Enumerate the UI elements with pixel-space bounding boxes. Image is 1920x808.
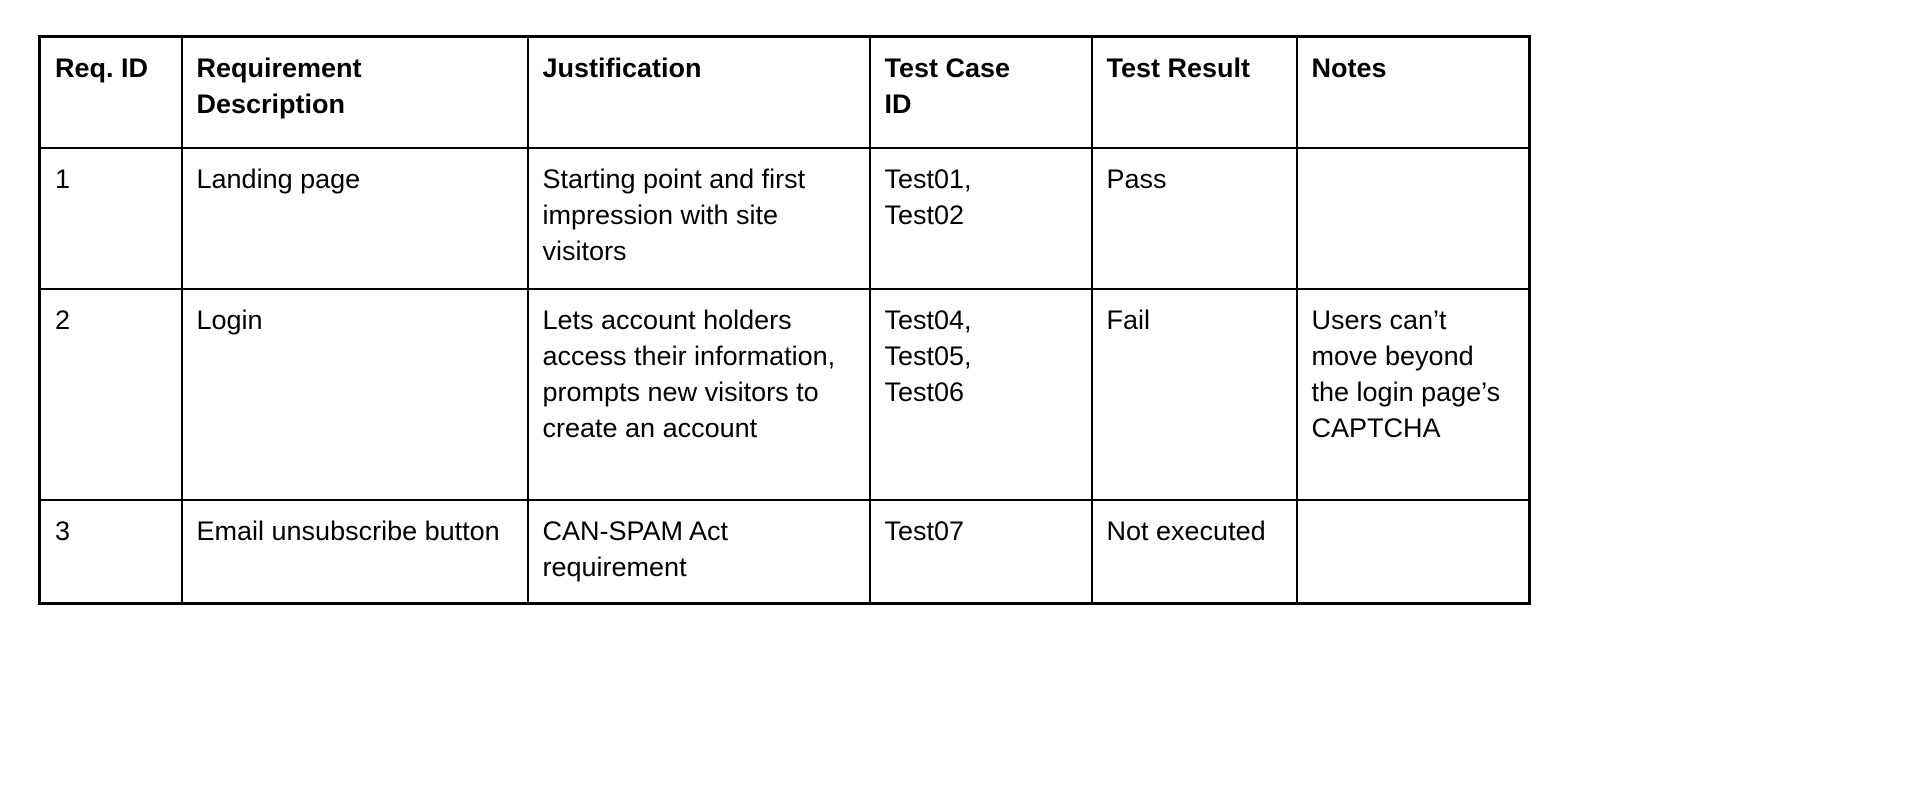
cell-requirement-description-value: Login xyxy=(196,305,263,335)
cell-notes-value xyxy=(1312,514,1515,515)
cell-notes-value xyxy=(1312,162,1515,163)
cell-test-result-value: Fail xyxy=(1106,305,1151,335)
cell-req-id: 2 xyxy=(38,288,183,501)
column-header-requirement-description-label: Requirement Description xyxy=(196,53,362,119)
cell-req-id-value: 2 xyxy=(55,305,71,335)
cell-justification: Lets account holders access their inform… xyxy=(526,288,871,501)
column-header-test-result-label: Test Result xyxy=(1106,53,1251,83)
cell-requirement-description: Email unsubscribe button xyxy=(180,499,529,605)
cell-req-id-value: 3 xyxy=(55,516,71,546)
table-body: 1 Landing page Starting point and first … xyxy=(38,147,1531,605)
table-row: 1 Landing page Starting point and first … xyxy=(38,147,1531,290)
cell-req-id-value: 1 xyxy=(55,164,71,194)
cell-test-case-id-value: Test04, Test05, Test06 xyxy=(884,305,972,407)
column-header-test-result: Test Result xyxy=(1090,35,1298,149)
column-header-req-id-label: Req. ID xyxy=(55,53,149,83)
cell-justification: Starting point and first impression with… xyxy=(526,147,871,290)
cell-test-case-id: Test04, Test05, Test06 xyxy=(868,288,1093,501)
cell-notes-value: Users can’t move beyond the login page’s… xyxy=(1311,305,1501,443)
cell-test-result: Not executed xyxy=(1090,499,1298,605)
cell-req-id: 1 xyxy=(38,147,183,290)
cell-test-result-value: Not executed xyxy=(1106,516,1266,546)
requirements-traceability-table: Req. ID Requirement Description Justific… xyxy=(38,35,1531,605)
cell-test-case-id-value: Test07 xyxy=(884,516,965,546)
cell-notes xyxy=(1295,499,1531,605)
cell-test-result: Fail xyxy=(1090,288,1298,501)
cell-requirement-description: Login xyxy=(180,288,529,501)
requirements-table-container: Req. ID Requirement Description Justific… xyxy=(38,35,1531,605)
cell-test-case-id: Test07 xyxy=(868,499,1093,605)
cell-test-result-value: Pass xyxy=(1106,164,1167,194)
cell-justification-value: Lets account holders access their inform… xyxy=(542,305,836,443)
column-header-justification-label: Justification xyxy=(542,53,702,83)
cell-justification: CAN-SPAM Act requirement xyxy=(526,499,871,605)
cell-requirement-description-value: Email unsubscribe button xyxy=(196,516,500,546)
table-header: Req. ID Requirement Description Justific… xyxy=(38,35,1531,149)
cell-test-case-id-value: Test01, Test02 xyxy=(884,164,972,230)
cell-notes: Users can’t move beyond the login page’s… xyxy=(1295,288,1531,501)
table-header-row: Req. ID Requirement Description Justific… xyxy=(38,35,1531,149)
cell-justification-value: Starting point and first impression with… xyxy=(542,164,806,266)
cell-notes xyxy=(1295,147,1531,290)
table-row: 2 Login Lets account holders access thei… xyxy=(38,288,1531,501)
cell-req-id: 3 xyxy=(38,499,183,605)
cell-justification-value: CAN-SPAM Act requirement xyxy=(542,516,729,582)
column-header-justification: Justification xyxy=(526,35,871,149)
column-header-requirement-description: Requirement Description xyxy=(180,35,529,149)
column-header-test-case-id: Test Case ID xyxy=(868,35,1093,149)
column-header-req-id: Req. ID xyxy=(38,35,183,149)
table-row: 3 Email unsubscribe button CAN-SPAM Act … xyxy=(38,499,1531,605)
cell-requirement-description: Landing page xyxy=(180,147,529,290)
cell-test-case-id: Test01, Test02 xyxy=(868,147,1093,290)
column-header-notes-label: Notes xyxy=(1311,53,1387,83)
column-header-notes: Notes xyxy=(1295,35,1531,149)
column-header-test-case-id-label: Test Case ID xyxy=(884,53,1011,119)
cell-requirement-description-value: Landing page xyxy=(196,164,361,194)
cell-test-result: Pass xyxy=(1090,147,1298,290)
